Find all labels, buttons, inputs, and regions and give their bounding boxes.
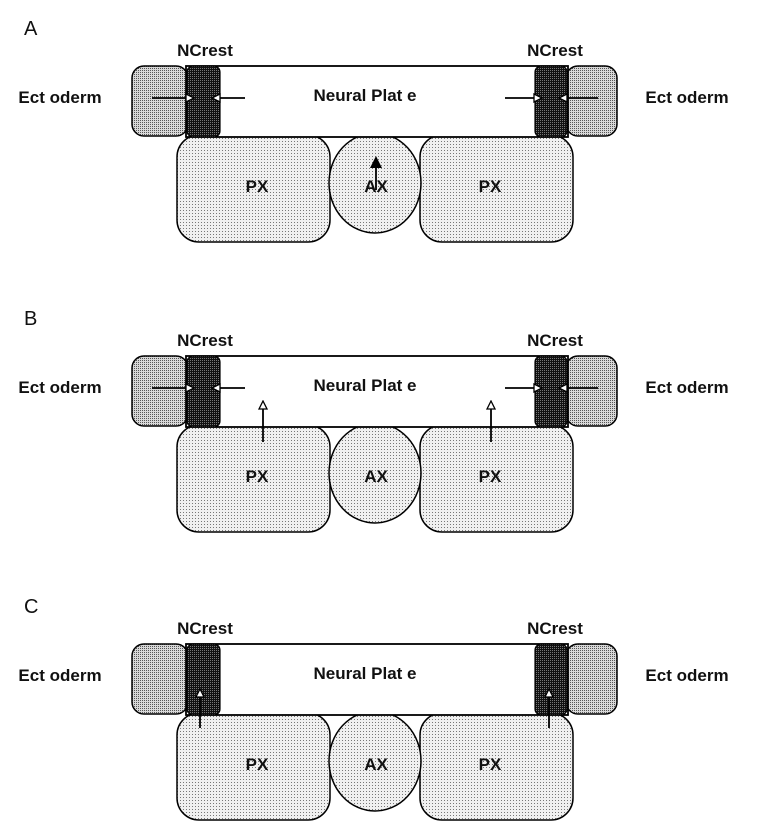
px-label-right: PX <box>479 755 502 774</box>
ectoderm-label-left: Ect oderm <box>18 88 101 107</box>
ax-label: AX <box>364 755 388 774</box>
ncrest-label-left: NCrest <box>177 331 233 350</box>
panel-label: B <box>24 308 37 330</box>
px-label-left: PX <box>246 177 269 196</box>
ncrest-left <box>186 355 221 428</box>
ectoderm-right <box>565 355 618 427</box>
px-label-right: PX <box>479 177 502 196</box>
ectoderm-right <box>565 65 618 137</box>
neural-plate-label: Neural Plat e <box>314 376 417 395</box>
ncrest-label-right: NCrest <box>527 41 583 60</box>
ncrest-left <box>186 643 221 716</box>
neural-plate <box>185 643 569 716</box>
panel-label: A <box>24 18 38 40</box>
ectoderm-left <box>131 65 189 137</box>
neural-plate-label: Neural Plat e <box>314 86 417 105</box>
ncrest-right <box>534 65 568 138</box>
ncrest-label-left: NCrest <box>177 41 233 60</box>
px-label-right: PX <box>479 467 502 486</box>
ncrest-left <box>186 65 221 138</box>
neural-plate <box>185 65 569 138</box>
ectoderm-right <box>565 643 618 715</box>
ectoderm-label-right: Ect oderm <box>645 666 728 685</box>
neural-plate <box>185 355 569 428</box>
ncrest-label-left: NCrest <box>177 619 233 638</box>
panel-label: C <box>24 596 38 618</box>
ectoderm-label-left: Ect oderm <box>18 378 101 397</box>
ncrest-right <box>534 643 568 716</box>
ncrest-right <box>534 355 568 428</box>
ectoderm-label-left: Ect oderm <box>18 666 101 685</box>
neural-plate-label: Neural Plat e <box>314 664 417 683</box>
px-label-left: PX <box>246 755 269 774</box>
ectoderm-label-right: Ect oderm <box>645 378 728 397</box>
ectoderm-left <box>131 355 189 427</box>
ectoderm-label-right: Ect oderm <box>645 88 728 107</box>
ax-label: AX <box>364 467 388 486</box>
ectoderm-left <box>131 643 189 715</box>
ncrest-label-right: NCrest <box>527 331 583 350</box>
px-label-left: PX <box>246 467 269 486</box>
ncrest-label-right: NCrest <box>527 619 583 638</box>
